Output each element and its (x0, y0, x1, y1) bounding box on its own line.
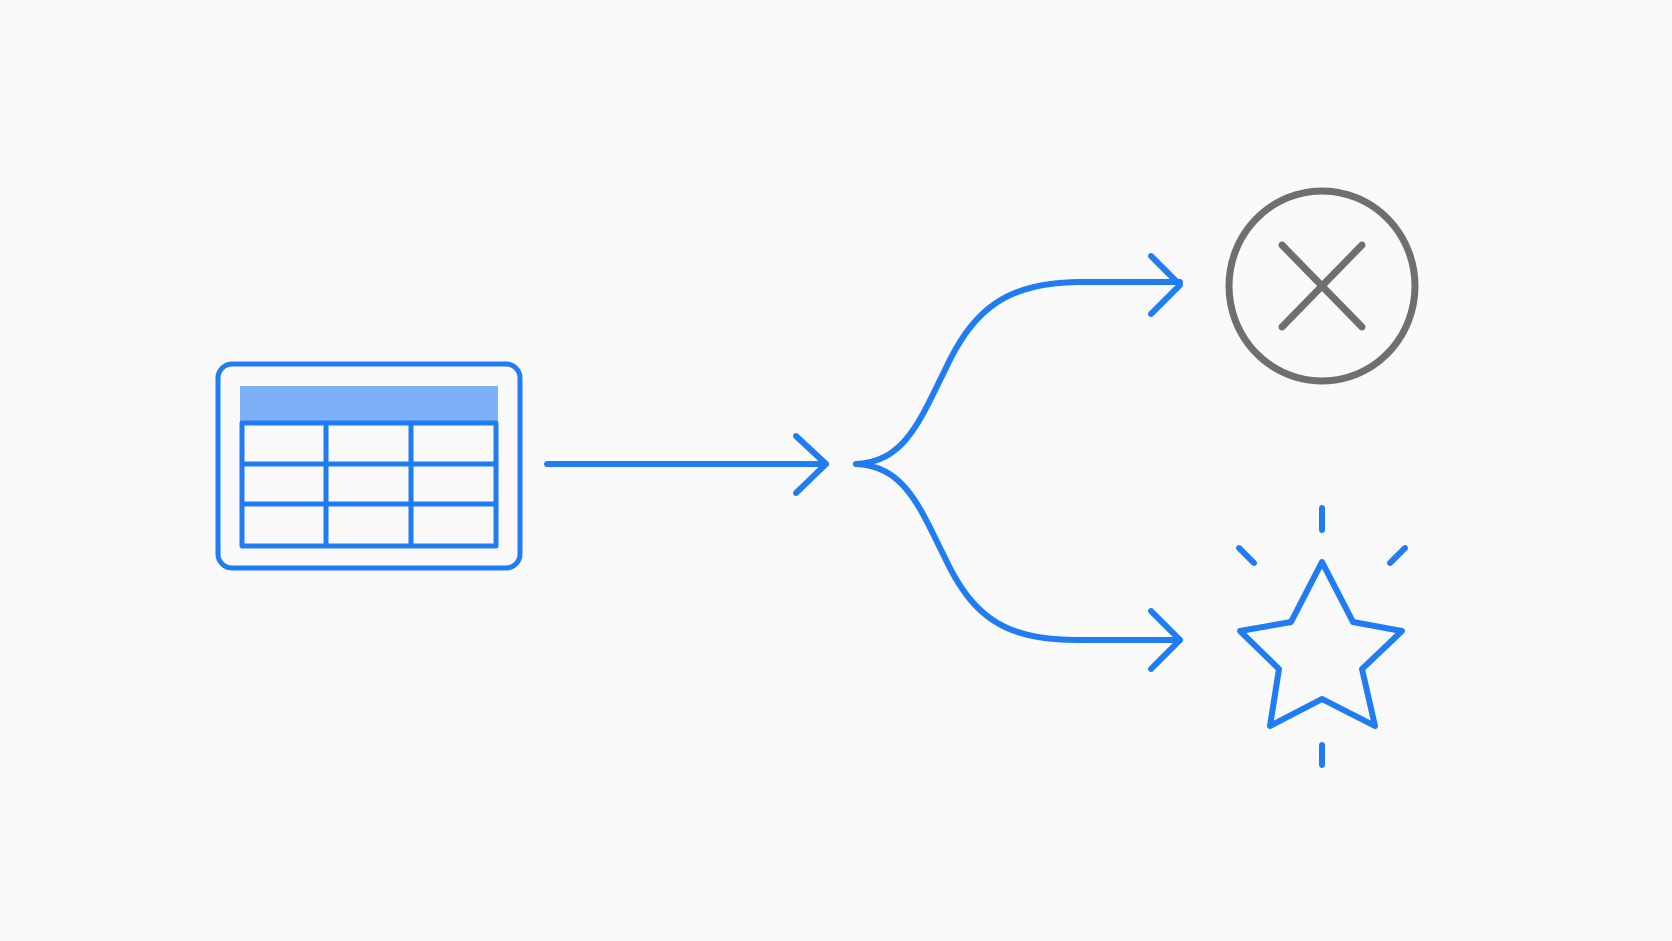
sparkle-ray (1387, 545, 1408, 566)
arrow-right-icon (853, 253, 1183, 467)
arrow-right-icon (544, 433, 829, 496)
star-shape (1237, 559, 1405, 729)
table-grid-frame (239, 420, 499, 549)
arrow-right-icon (853, 461, 1183, 672)
table-icon (215, 361, 523, 571)
x-circle-icon (1225, 187, 1419, 385)
sparkle-star-icon (1236, 505, 1408, 768)
sparkle-ray (1236, 545, 1257, 566)
table-outer-frame (215, 361, 523, 571)
table-header-row (240, 386, 498, 422)
